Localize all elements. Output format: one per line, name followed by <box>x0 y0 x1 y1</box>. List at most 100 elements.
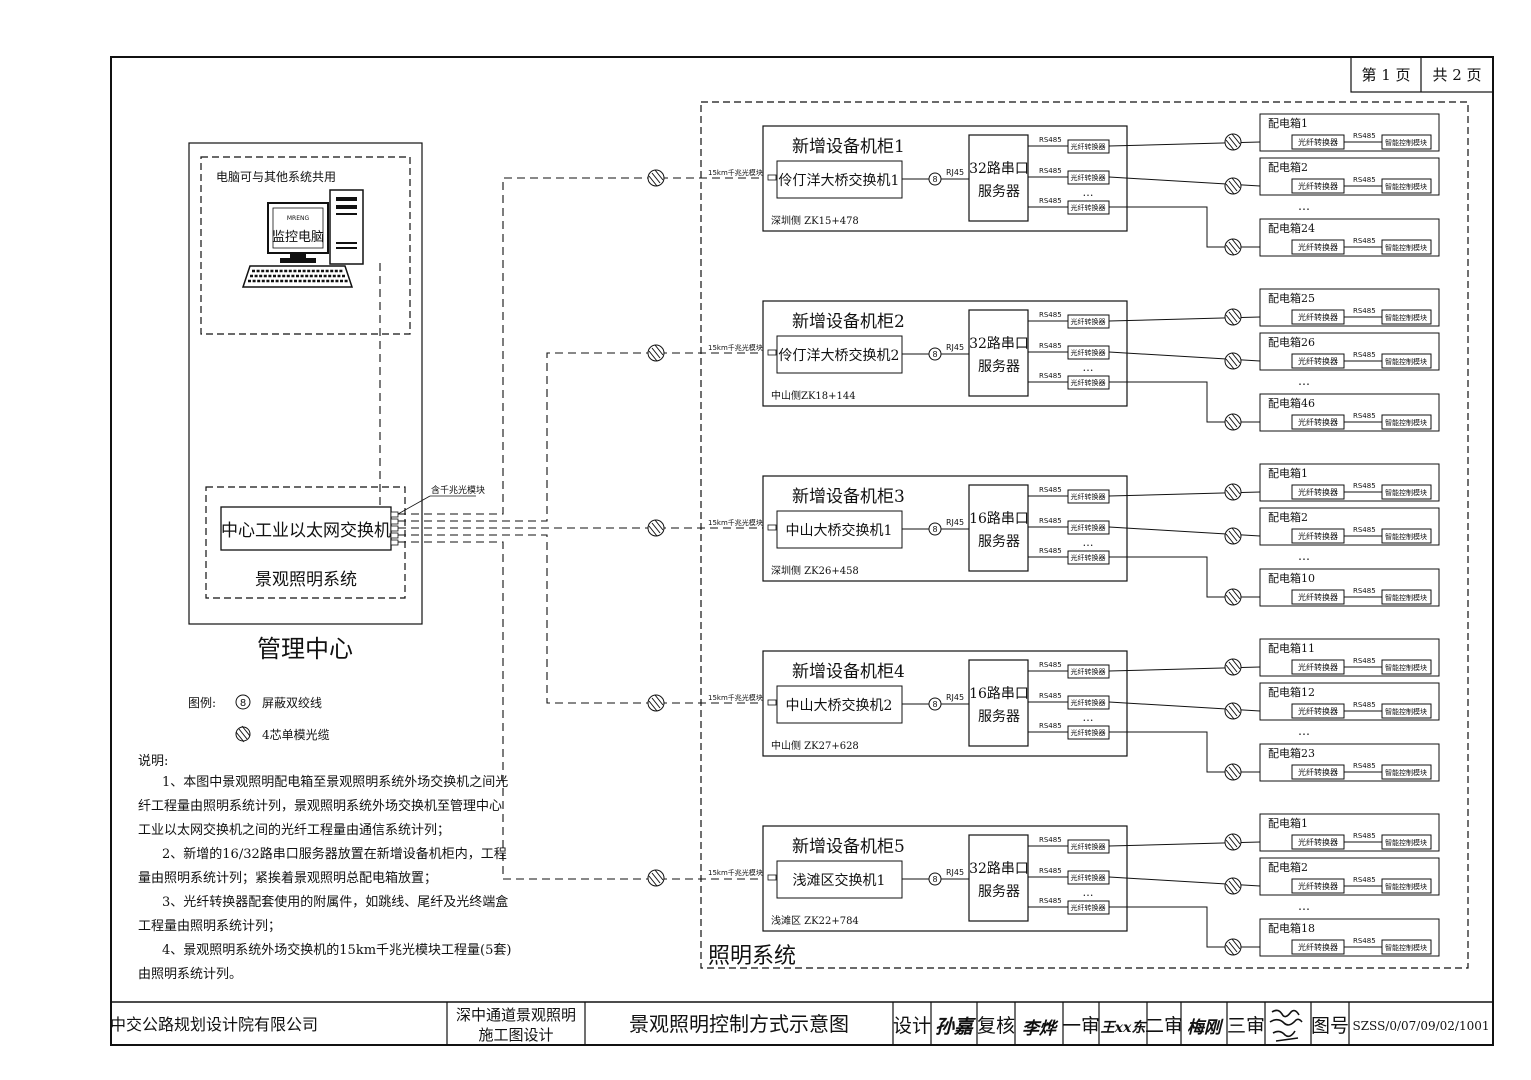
box-rs485-label: RS485 <box>1353 351 1376 359</box>
box-rs485-label: RS485 <box>1353 701 1376 709</box>
distribution-box-frame <box>1259 638 1440 677</box>
smart-control-module <box>1381 239 1432 255</box>
fiber-symbol-stroke <box>648 525 658 537</box>
smart-control-module <box>1381 834 1432 850</box>
fiber-symbol-stroke <box>1231 938 1241 950</box>
lighting-system-sublabel: 景观照明系统 <box>255 570 357 590</box>
box-fiber-converter-label: 光纤转换器 <box>1298 312 1338 322</box>
smart-control-module <box>1381 178 1432 194</box>
box-rs485-label: RS485 <box>1353 832 1376 840</box>
fiber-converter-label: 光纤转换器 <box>1071 553 1106 562</box>
fiber-symbol-stroke <box>654 519 664 531</box>
fiber-cable-symbol-icon <box>1224 238 1242 256</box>
cabinet-title: 新增设备机柜3 <box>792 487 905 507</box>
fiber-symbol-stroke <box>654 344 664 356</box>
fiber-cable-symbol-icon <box>1224 658 1242 676</box>
drawing-title: 景观照明控制方式示意图 <box>629 1012 849 1036</box>
pc-label: 监控电脑 <box>272 230 324 245</box>
distribution-box-frame <box>1259 157 1440 196</box>
box-fiber-converter-label: 光纤转换器 <box>1298 531 1338 541</box>
fiber-symbol-stroke <box>1231 238 1241 250</box>
fiber-symbol-stroke <box>1231 877 1241 889</box>
converter-ellipsis: … <box>1083 186 1094 199</box>
cabinet-title: 新增设备机柜1 <box>792 137 905 157</box>
fiber-symbol-stroke <box>1225 594 1235 606</box>
box-rs485-label: RS485 <box>1353 587 1376 595</box>
serial-server-ports: 16路串口 <box>969 686 1029 702</box>
serial-server-label: 服务器 <box>978 534 1020 550</box>
page-current: 第 1 页 <box>1361 66 1410 84</box>
fiber-converter-label: 光纤转换器 <box>1071 203 1106 212</box>
module-note: 含千兆光模块 <box>431 484 485 496</box>
fiber-symbol-stroke <box>1231 483 1241 495</box>
distribution-box-label: 配电箱25 <box>1268 291 1315 305</box>
distribution-box-label: 配电箱2 <box>1268 860 1308 874</box>
fiber-symbol-stroke <box>1225 839 1235 851</box>
twisted-pair-symbol-text: 8 <box>932 525 937 534</box>
fiber-cable-symbol-icon <box>235 725 251 743</box>
rs485-label: RS485 <box>1039 197 1062 205</box>
twisted-pair-symbol-text: 8 <box>932 175 937 184</box>
smart-control-module <box>1381 309 1432 325</box>
field-switch <box>776 685 903 724</box>
fiber-converter-label: 光纤转换器 <box>1071 873 1106 882</box>
fiber-symbol-stroke <box>1231 702 1241 714</box>
fiber-converter-label: 光纤转换器 <box>1071 728 1106 737</box>
fiber-symbol-stroke <box>1225 489 1235 501</box>
fiber-converter-label: 光纤转换器 <box>1071 173 1106 182</box>
distribution-box-frame <box>1259 857 1440 896</box>
notes-title: 说明: <box>138 754 168 769</box>
box-fiber-converter-label: 光纤转换器 <box>1298 181 1338 191</box>
optical-module-port <box>767 174 777 181</box>
twisted-pair-symbol-text: 8 <box>932 350 937 359</box>
twisted-pair-symbol-icon <box>928 522 942 536</box>
fiber-symbol-stroke <box>654 869 664 881</box>
fiber-symbol-stroke <box>1225 244 1235 256</box>
note-line: 量由照明系统计列；紧挨着景观照明总配电箱放置； <box>138 870 437 886</box>
box-ellipsis: … <box>1298 724 1310 738</box>
converter-ellipsis: … <box>1083 361 1094 374</box>
distribution-box-label: 配电箱23 <box>1268 746 1315 760</box>
third-reviewer-signature-icon <box>1269 1009 1303 1042</box>
optical-module-label: 15km千兆光模块 <box>708 343 763 352</box>
smart-control-module-label: 智能控制模块 <box>1385 138 1427 147</box>
box-fiber-converter-label: 光纤转换器 <box>1298 356 1338 366</box>
fiber-symbol-stroke <box>654 169 664 181</box>
fiber-cable-symbol-icon <box>1224 588 1242 606</box>
box-ellipsis: … <box>1298 549 1310 563</box>
fiber-converter-label: 光纤转换器 <box>1071 842 1106 851</box>
fiber-symbol-stroke <box>1231 308 1241 320</box>
box-fiber-converter-label: 光纤转换器 <box>1298 662 1338 672</box>
smart-control-module <box>1381 134 1432 150</box>
fiber-symbol-stroke <box>648 350 658 362</box>
drawing-border <box>110 56 1494 1046</box>
fiber-symbol-stroke <box>648 875 658 887</box>
box-rs485-label: RS485 <box>1353 762 1376 770</box>
management-center: 电脑可与其他系统共用 MRENG 监控电脑 中心工业以太 <box>188 142 485 663</box>
fiber-symbol-stroke <box>1231 588 1241 600</box>
distribution-box-label: 配电箱18 <box>1268 921 1315 935</box>
designer-signature: 孙嘉 <box>935 1016 976 1038</box>
field-switch <box>776 510 903 549</box>
field-switch-label: 伶仃洋大桥交换机1 <box>779 172 900 189</box>
fiber-symbol-stroke <box>1231 763 1241 775</box>
rs485-label: RS485 <box>1039 547 1062 555</box>
smart-control-module-label: 智能控制模块 <box>1385 488 1427 497</box>
box-fiber-converter-label: 光纤转换器 <box>1298 417 1338 427</box>
page-counter: 第 1 页 共 2 页 <box>1350 56 1494 93</box>
serial-server-label: 服务器 <box>978 184 1020 200</box>
management-center-box <box>188 142 423 625</box>
box-fiber-converter-label: 光纤转换器 <box>1298 592 1338 602</box>
fiber-cable-symbol-icon <box>1224 877 1242 895</box>
twisted-pair-symbol-text: 8 <box>932 875 937 884</box>
distribution-box-label: 配电箱46 <box>1268 396 1315 410</box>
converter-ellipsis: … <box>1083 536 1094 549</box>
smart-control-module-label: 智能控制模块 <box>1385 707 1427 716</box>
fiber-cable-symbol-icon <box>647 169 665 187</box>
